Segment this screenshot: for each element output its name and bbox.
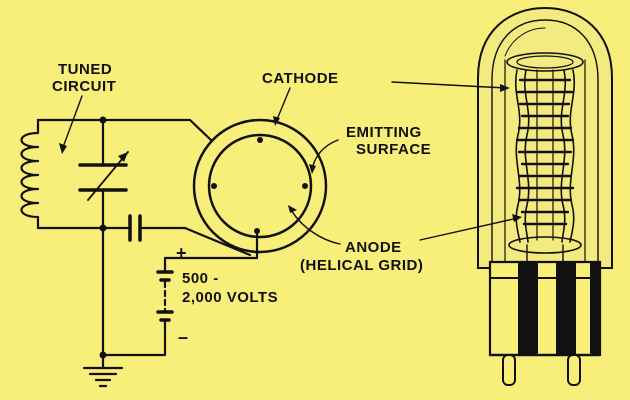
anode-label-line2: (HELICAL GRID) [300, 257, 423, 274]
ground-icon [82, 356, 124, 388]
battery-return-wire [101, 326, 167, 357]
tuned-circuit-label-line1: TUNED [58, 61, 112, 78]
top-wire [36, 118, 214, 143]
anode-feed-wire [150, 226, 252, 257]
voltage-label-line1: 500 - [182, 270, 219, 287]
tuned-circuit-pointer [61, 95, 83, 151]
cathode-ring [192, 87, 341, 254]
voltage-label-line2: 2,000 VOLTS [182, 289, 278, 306]
tube-pin-right [567, 354, 581, 386]
coil-icon [20, 118, 40, 230]
battery-minus-sign: – [178, 327, 189, 347]
emitting-surface-label-line1: EMITTING [346, 124, 422, 141]
anode-label-line1: ANODE [345, 239, 402, 256]
battery-plus-sign: + [176, 243, 187, 263]
emitting-surface-label-line2: SURFACE [356, 141, 431, 158]
circuit [20, 95, 259, 388]
vacuum-tube-illustration [391, 6, 613, 386]
tube-pin-left [502, 354, 516, 386]
tube-base [488, 260, 602, 357]
variable-capacitor-icon [78, 151, 129, 201]
battery-feed-wire [163, 228, 259, 274]
cathode-label: CATHODE [262, 70, 339, 87]
fixed-capacitor-icon [128, 214, 154, 242]
tuned-circuit-label-line2: CIRCUIT [52, 78, 116, 95]
helical-grid [515, 69, 575, 243]
battery-icon [156, 270, 174, 330]
glass-envelope [477, 6, 613, 269]
